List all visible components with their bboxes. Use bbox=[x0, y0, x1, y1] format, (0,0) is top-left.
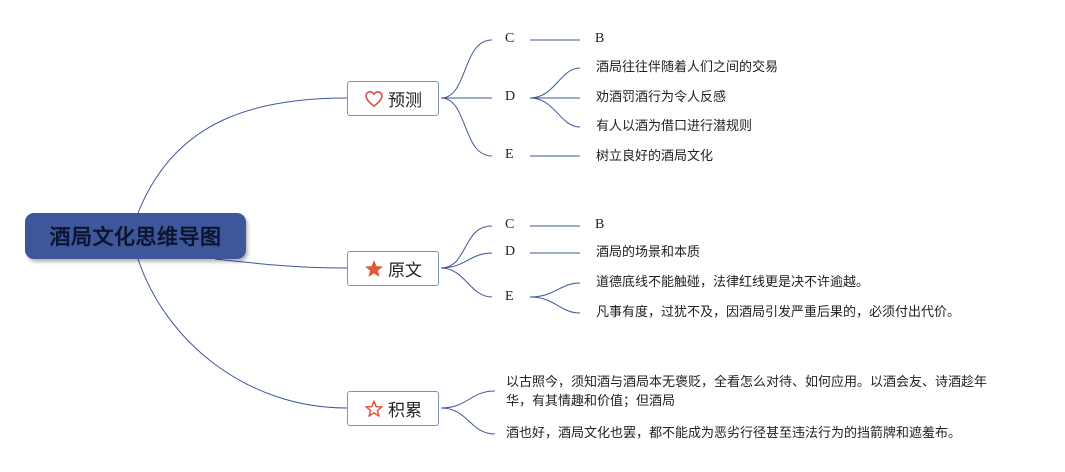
original-c-b-text: B bbox=[595, 217, 605, 232]
original-c-letter: C bbox=[505, 217, 515, 232]
connector-root-original bbox=[214, 258, 348, 269]
branch-predict[interactable]: 预测 bbox=[347, 81, 439, 116]
predict-d-text-1: 酒局往往伴随着人们之间的交易 bbox=[596, 60, 779, 75]
connector-accumulate-1 bbox=[440, 390, 496, 409]
accumulate-text-1: 以古照今，须知酒与酒局本无褒贬，全看怎么对待、如何应用。以酒会友、诗酒趁年华，有… bbox=[506, 375, 988, 409]
connector-original-d bbox=[440, 252, 493, 269]
connector-predict-c bbox=[440, 39, 493, 99]
connector-original-e bbox=[440, 267, 493, 298]
predict-c-b-text: B bbox=[595, 31, 605, 46]
predict-d-text-3: 有人以酒为借口进行潜规则 bbox=[596, 119, 753, 134]
connector-original-e-2 bbox=[529, 296, 581, 314]
original-e-text-1: 道德底线不能触碰，法律红线更是决不许逾越。 bbox=[596, 275, 870, 290]
connector-root-accumulate bbox=[137, 258, 348, 409]
branch-accumulate-label: 积累 bbox=[388, 401, 422, 421]
root-title: 酒局文化思维导图 bbox=[49, 225, 222, 249]
connector-original-e-1 bbox=[529, 282, 581, 298]
connector-root-predict bbox=[137, 97, 348, 214]
connector-original-c bbox=[440, 225, 493, 269]
predict-d-text-2: 劝酒罚酒行为令人反感 bbox=[596, 90, 727, 105]
original-e-letter: E bbox=[505, 289, 514, 304]
connector-predict-d-1 bbox=[529, 67, 581, 99]
accumulate-text-2: 酒也好，酒局文化也罢，都不能成为恶劣行径甚至违法行为的挡箭牌和遮羞布。 bbox=[506, 426, 962, 441]
branch-original[interactable]: 原文 bbox=[347, 251, 439, 286]
branch-original-label: 原文 bbox=[388, 261, 422, 281]
star-filled-icon bbox=[364, 259, 384, 279]
predict-c-letter: C bbox=[505, 31, 515, 46]
predict-e-text-1: 树立良好的酒局文化 bbox=[596, 149, 714, 164]
star-outline-icon bbox=[364, 399, 384, 419]
original-e-text-2: 凡事有度，过犹不及，因酒局引发严重后果的，必须付出代价。 bbox=[596, 305, 961, 320]
predict-d-letter: D bbox=[505, 89, 516, 104]
branch-accumulate[interactable]: 积累 bbox=[347, 391, 439, 426]
connector-predict-d-3 bbox=[529, 97, 581, 128]
heart-outline-icon bbox=[364, 89, 384, 109]
connector-predict-e bbox=[440, 97, 493, 157]
original-d-letter: D bbox=[505, 244, 516, 259]
original-d-text-1: 酒局的场景和本质 bbox=[596, 245, 701, 260]
root-topic[interactable]: 酒局文化思维导图 bbox=[25, 213, 246, 259]
connector-accumulate-2 bbox=[440, 407, 496, 435]
predict-e-letter: E bbox=[505, 147, 514, 162]
branch-predict-label: 预测 bbox=[388, 91, 422, 111]
